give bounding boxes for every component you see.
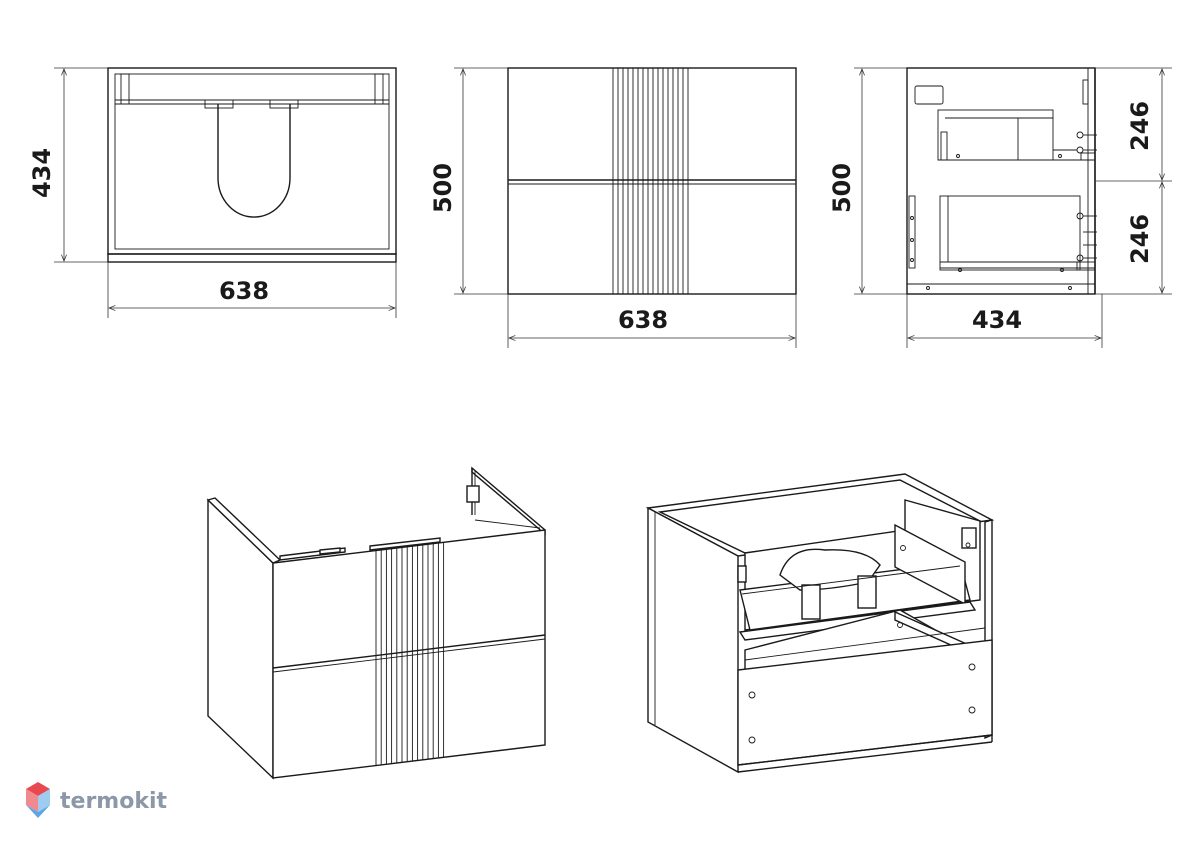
brand-name: termokit — [60, 789, 167, 814]
side-view-upper-drawer-label: 246 — [1126, 101, 1154, 151]
top-view-depth-label: 434 — [28, 148, 56, 198]
top-view-siphon-cutout — [217, 104, 291, 218]
top-view-outline — [107, 67, 397, 255]
side-view-lower-drawer — [939, 195, 1081, 271]
front-view: 500 638 — [429, 67, 797, 348]
front-view-width-label: 638 — [618, 306, 668, 334]
top-view: 434 638 — [28, 67, 397, 318]
iso-closed-grooves — [375, 542, 445, 766]
side-view-bracket — [914, 85, 944, 105]
iso-open-bracket — [961, 527, 977, 549]
side-view-upper-drawer — [937, 109, 1054, 161]
front-view-height-label: 500 — [429, 163, 457, 213]
cube-face — [26, 805, 50, 818]
top-view-inner — [114, 73, 390, 250]
iso-open-upper-drawer — [739, 561, 971, 631]
isometric-closed-view — [206, 466, 546, 780]
side-view-lower-drawer-label: 246 — [1126, 214, 1154, 264]
isometric-open-view — [645, 473, 995, 774]
front-view-grooves — [612, 68, 689, 294]
side-view-depth-label: 434 — [972, 306, 1022, 334]
side-view-outline — [906, 67, 1096, 295]
iso-closed-bracket — [466, 485, 480, 503]
cube-face — [38, 789, 50, 812]
side-view: 500 434 246 246 — [828, 67, 1172, 348]
iso-closed-front — [272, 529, 546, 779]
top-view-width-label: 638 — [219, 277, 269, 305]
iso-closed-drawer-split — [272, 634, 546, 669]
side-view-height-label: 500 — [828, 163, 856, 213]
cube-icon — [26, 782, 50, 818]
top-view-base — [107, 253, 397, 263]
termokit-logo: termokit — [26, 782, 167, 818]
iso-closed-left-panel — [207, 498, 274, 780]
front-view-outline — [507, 67, 797, 295]
cube-face — [26, 789, 38, 812]
